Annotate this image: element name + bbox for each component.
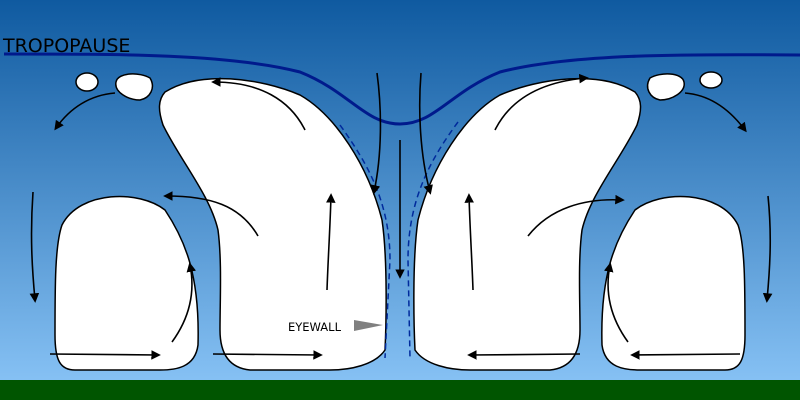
arrow-inflow-left-inner: [212, 350, 323, 360]
cloud-puff-right-small: [699, 71, 723, 89]
cloud-puff-right: [646, 73, 685, 101]
eyewall-pointer: [354, 320, 383, 331]
arrow-eyewall-arc-right: [494, 73, 589, 131]
cloud-left-eyewall: [158, 77, 387, 371]
clouds: [54, 71, 746, 371]
arrow-descend-right-outer: [762, 195, 773, 303]
cloud-right-outer: [601, 195, 746, 371]
eyewall-label: EYEWALL: [288, 320, 342, 334]
arrow-outflow-left: [54, 92, 116, 131]
arrow-updraft-right: [464, 193, 474, 291]
arrow-updraft-right-outer: [603, 262, 629, 343]
tropopause-label: TROPOPAUSE: [2, 35, 130, 57]
flow-arrows: [29, 72, 773, 360]
arrow-inflow-right-outer: [630, 350, 741, 360]
cloud-right-eyewall: [413, 77, 642, 371]
tropopause-line: [3, 52, 800, 126]
arrow-descend-left-outer: [29, 191, 40, 303]
arrow-eye-descend-right: [418, 72, 433, 195]
arrow-eye-descend-left: [370, 72, 382, 195]
arrow-midlevel-out-left: [163, 191, 259, 237]
eyewall-dash-right: [407, 121, 459, 359]
arrow-eyewall-arc-left: [211, 77, 306, 131]
cloud-puff-left-small: [75, 72, 99, 92]
ground: [0, 380, 800, 400]
cloud-left-outer: [54, 195, 199, 371]
arrow-inflow-right-inner: [467, 350, 581, 360]
arrow-outflow-right: [684, 92, 747, 133]
arrow-midlevel-out-right: [527, 194, 625, 237]
cloud-puff-left: [115, 73, 154, 101]
arrow-inflow-left-outer: [49, 350, 161, 360]
arrow-updraft-left: [326, 193, 336, 291]
arrow-updraft-left-outer: [171, 262, 197, 343]
